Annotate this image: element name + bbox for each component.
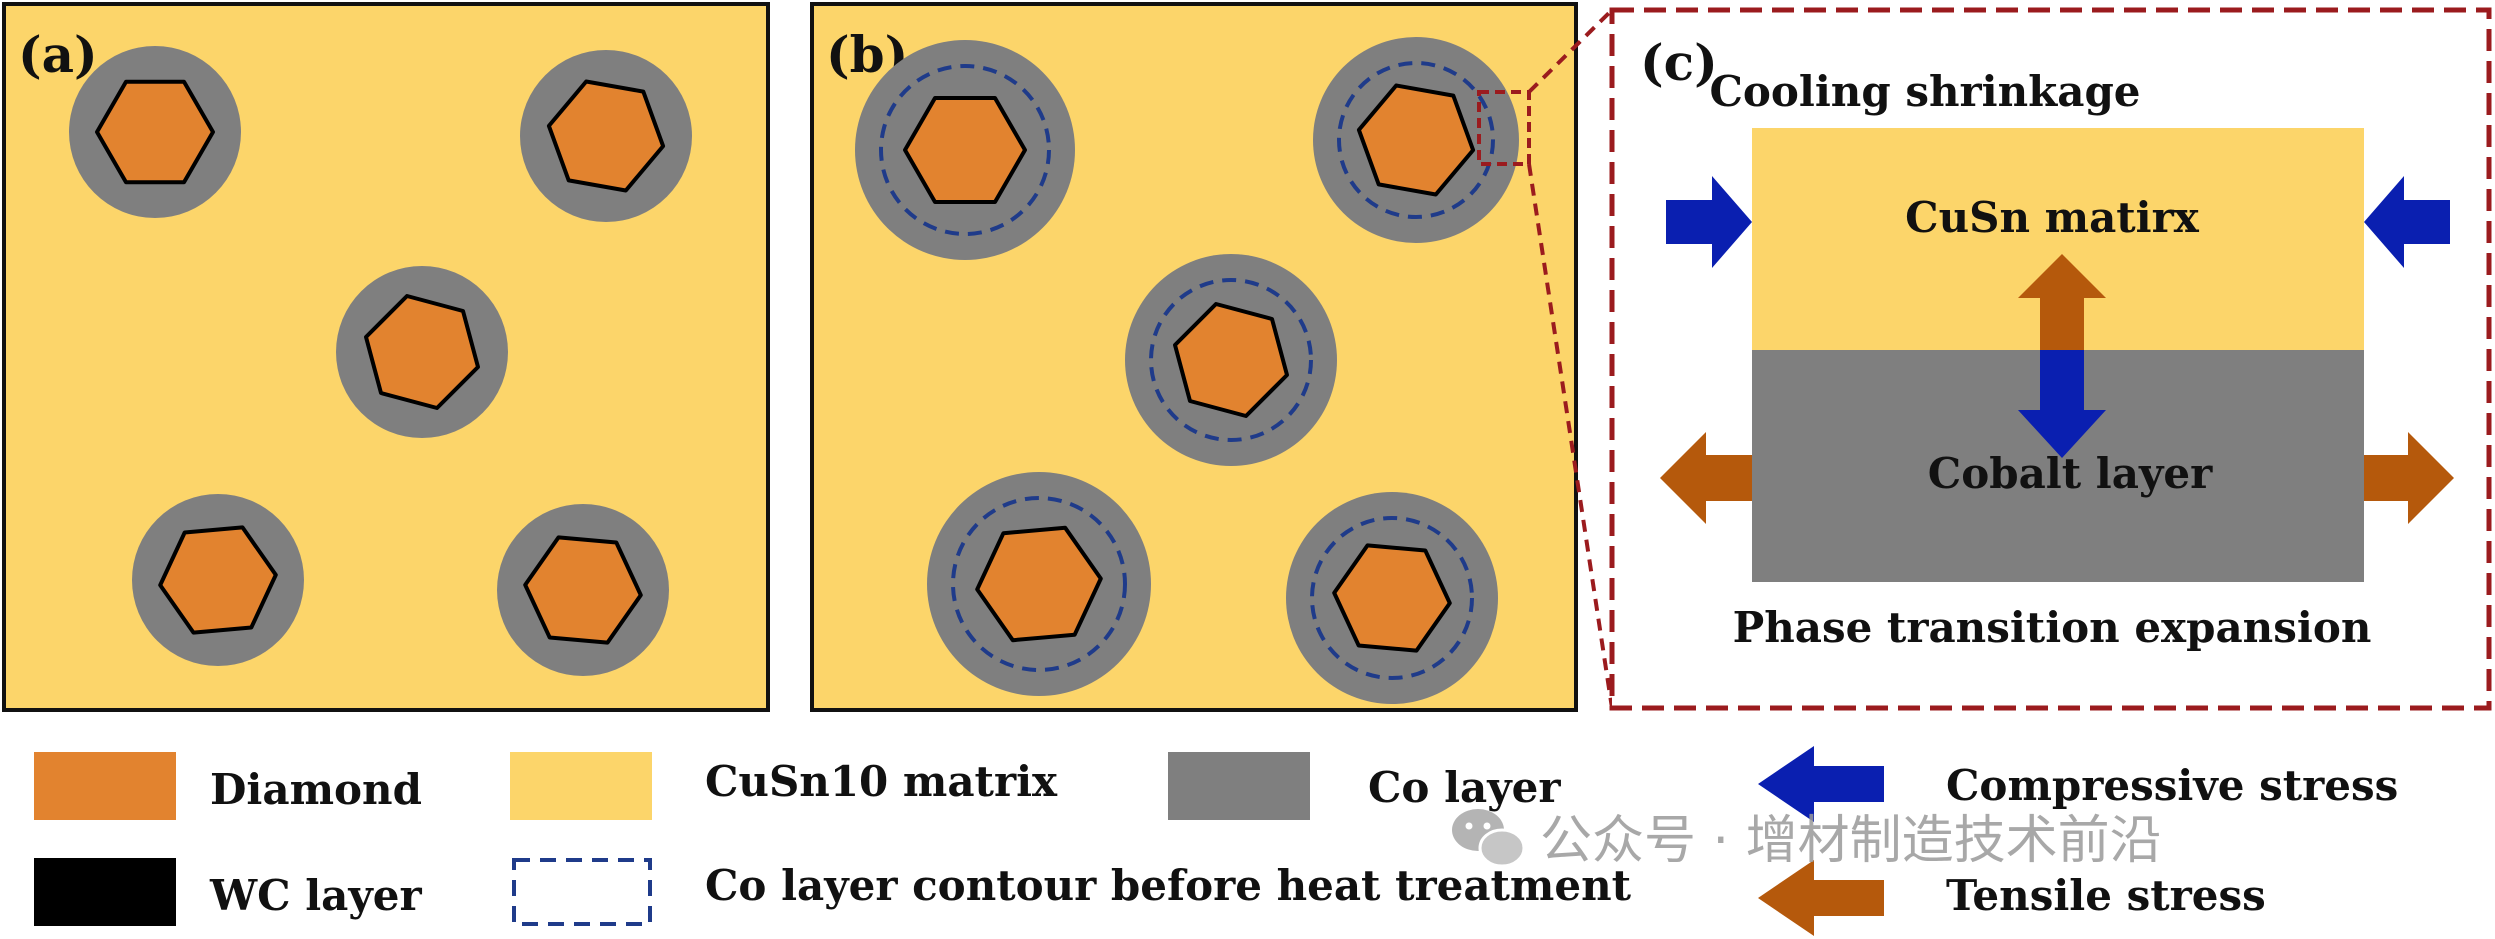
- diamond-core-with-wc-layer: [1332, 543, 1452, 653]
- legend-diamond-label: Diamond: [210, 765, 422, 814]
- coated-diamond-particle: [520, 50, 692, 222]
- compressive-arrow-left: [1666, 176, 1752, 268]
- diamond-core-with-wc-layer: [158, 525, 278, 635]
- legend-compressive-arrow: [1758, 746, 1884, 822]
- tensile-arrow-left: [1660, 432, 1752, 524]
- diamond-core-with-wc-layer: [903, 96, 1027, 204]
- diamond-core-with-wc-layer: [95, 79, 215, 185]
- co-layer-contour-before-heat-treatment: [1310, 516, 1474, 680]
- legend-contour-swatch: [512, 858, 652, 926]
- diamond-core-with-wc-layer: [364, 294, 480, 410]
- wechat-icon: [1452, 809, 1526, 868]
- zoom-region-box: [1477, 90, 1531, 166]
- tensile-arrow-right: [2364, 432, 2454, 524]
- watermark: 公众号 · 增材制造技术前沿: [1452, 809, 2162, 871]
- legend-wc-layer-label: WC layer: [209, 871, 423, 920]
- co-layer-contour-before-heat-treatment: [879, 64, 1051, 236]
- legend-diamond-swatch: [34, 752, 176, 820]
- legend-tensile-arrow: [1758, 860, 1884, 936]
- cooling-shrinkage-caption: Cooling shrinkage: [1709, 67, 2140, 116]
- zoom-connector-bottom: [1527, 163, 1614, 709]
- cusn-matrix-label: CuSn matirx: [1905, 193, 2200, 242]
- legend: Diamond CuSn10 matrix Co layer WC layer …: [34, 746, 2398, 936]
- legend-tensile-label: Tensile stress: [1946, 871, 2266, 920]
- compressive-arrow-right: [2364, 176, 2450, 268]
- phase-transition-caption: Phase transition expansion: [1733, 603, 2372, 652]
- diamond-core-with-wc-layer: [546, 79, 666, 193]
- diamond-core-with-wc-layer: [1356, 83, 1476, 197]
- coated-diamond-particle: [69, 46, 241, 218]
- panel-c-label: (c): [1640, 33, 1718, 92]
- diamond-core-with-wc-layer: [523, 535, 643, 645]
- panel-a-particles: [69, 46, 692, 676]
- panel-a-label: (a): [18, 25, 98, 84]
- diamond-core-with-wc-layer: [1173, 302, 1289, 418]
- legend-co-layer-swatch: [1168, 752, 1310, 820]
- legend-matrix-swatch: [510, 752, 652, 820]
- legend-wc-layer-swatch: [34, 858, 176, 926]
- cobalt-layer-label: Cobalt layer: [1928, 449, 2213, 498]
- legend-compressive-label: Compressive stress: [1946, 761, 2398, 810]
- co-layer-contour-before-heat-treatment: [951, 496, 1127, 672]
- legend-contour-label: Co layer contour before heat treatment: [705, 861, 1632, 910]
- watermark-text: 公众号 · 增材制造技术前沿: [1540, 811, 2162, 871]
- diamond-core-with-wc-layer: [975, 525, 1103, 643]
- coated-diamond-particle: [1125, 254, 1337, 466]
- coated-diamond-particle: [1286, 492, 1498, 704]
- coated-diamond-particle: [336, 266, 508, 438]
- co-layer-contour-before-heat-treatment: [1337, 61, 1495, 219]
- legend-co-layer-label: Co layer: [1368, 763, 1561, 812]
- coated-diamond-particle: [497, 504, 669, 676]
- coated-diamond-particle: [132, 494, 304, 666]
- legend-matrix-label: CuSn10 matrix: [705, 757, 1058, 806]
- panel-b: (b): [810, 2, 1578, 712]
- coated-diamond-particle: [1313, 37, 1519, 243]
- tensile-arrow-up: [2018, 254, 2106, 350]
- co-layer-contour-before-heat-treatment: [1149, 278, 1313, 442]
- panel-a: (a): [2, 2, 770, 712]
- coated-diamond-particle: [855, 40, 1075, 260]
- coated-diamond-particle: [927, 472, 1151, 696]
- panel-c: (c) Cooling shrinkage CuSn matirx Cobalt…: [1609, 7, 2492, 711]
- panel-b-particles: [855, 37, 1519, 704]
- compressive-arrow-down: [2018, 350, 2106, 458]
